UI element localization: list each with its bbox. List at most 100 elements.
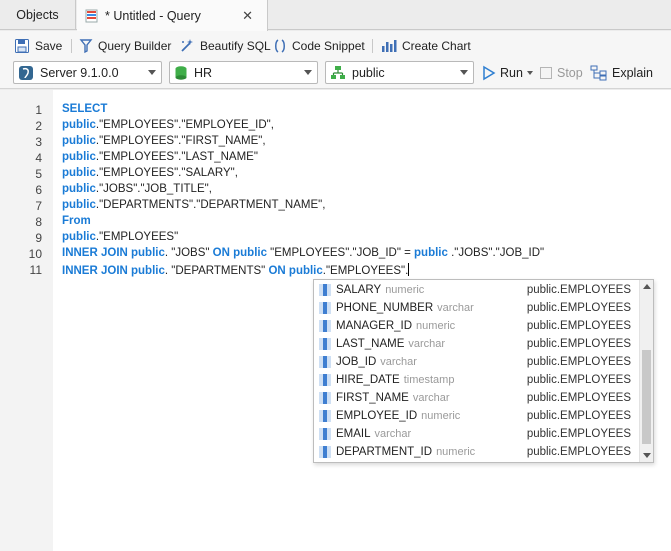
save-label: Save (35, 39, 63, 53)
connection-bar: Server 9.1.0.0 HR public Run Stop (0, 59, 671, 89)
code-text: ."JOBS"."JOB_ID" (447, 247, 545, 259)
run-dropdown-icon[interactable] (526, 71, 533, 75)
explain-icon (590, 65, 607, 81)
tab-objects-label: Objects (16, 8, 59, 22)
column-type: numeric (416, 320, 456, 332)
line-number: 3 (35, 135, 42, 149)
scroll-up-icon[interactable] (643, 284, 651, 289)
query-builder-button[interactable]: Query Builder (79, 35, 171, 57)
sql-keyword: From (62, 215, 91, 227)
column-type: varchar (412, 392, 450, 404)
code-line: From (62, 215, 91, 227)
magic-wand-icon (181, 39, 193, 52)
sql-keyword: public (62, 151, 96, 163)
sql-keyword: ON public (268, 265, 323, 277)
column-table: public.EMPLOYEES (526, 320, 631, 332)
explain-button[interactable]: Explain (590, 62, 653, 84)
column-type: varchar (408, 338, 446, 350)
toolbar-divider (372, 39, 373, 53)
schema-icon (331, 65, 345, 79)
line-number: 5 (35, 167, 42, 181)
column-name: EMAIL (336, 428, 371, 440)
sql-keyword: public (62, 167, 96, 179)
database-icon (175, 65, 187, 80)
column-name: LAST_NAME (336, 338, 405, 350)
column-table: public.EMPLOYEES (526, 356, 631, 368)
column-name: HIRE_DATE (336, 374, 400, 386)
sql-keyword: INNER JOIN public (62, 265, 165, 277)
scrollbar-thumb[interactable] (642, 350, 651, 444)
code-line: public."JOBS"."JOB_TITLE", (62, 183, 212, 195)
code-text: ."EMPLOYEES" (95, 231, 179, 243)
text-caret (408, 263, 410, 276)
line-number: 9 (35, 231, 42, 245)
code-line: public."EMPLOYEES"."SALARY", (62, 167, 238, 179)
tab-query[interactable]: * Untitled - Query ✕ (77, 0, 268, 31)
code-line: public."EMPLOYEES"."EMPLOYEE_ID", (62, 119, 274, 131)
tab-bar: Objects * Untitled - Query ✕ (0, 0, 671, 31)
chart-icon (382, 40, 397, 52)
column-icon (319, 374, 331, 386)
column-icon (319, 446, 331, 458)
column-table: public.EMPLOYEES (526, 392, 631, 404)
stop-button[interactable]: Stop (539, 62, 583, 84)
column-name: JOB_ID (336, 356, 377, 368)
code-text: ."EMPLOYEES"."SALARY", (95, 167, 238, 179)
run-button[interactable]: Run (482, 62, 533, 84)
column-icon (319, 428, 331, 440)
chevron-down-icon (304, 70, 312, 75)
play-icon (483, 65, 496, 81)
explain-label: Explain (612, 66, 653, 80)
sql-keyword: public (62, 135, 96, 147)
column-type: varchar (374, 428, 412, 440)
autocomplete-scrollbar[interactable] (639, 280, 653, 462)
close-tab-icon[interactable]: ✕ (242, 8, 253, 23)
stop-label: Stop (557, 66, 583, 80)
line-number: 1 (35, 103, 42, 117)
create-chart-button[interactable]: Create Chart (381, 35, 471, 57)
save-icon (15, 39, 29, 53)
code-snippet-button[interactable]: Code Snippet (273, 35, 365, 57)
code-snippet-icon (275, 39, 285, 53)
code-text: ."JOBS"."JOB_TITLE", (95, 183, 212, 195)
line-number: 7 (35, 199, 42, 213)
line-number: 8 (35, 215, 42, 229)
column-name: SALARY (336, 284, 382, 296)
schema-select[interactable]: public (325, 61, 474, 84)
save-button[interactable]: Save (14, 35, 62, 57)
query-builder-label: Query Builder (98, 39, 172, 53)
tab-objects[interactable]: Objects (0, 0, 76, 30)
toolbar: Save Query Builder Beautify SQL Code Sni… (0, 31, 671, 59)
column-table: public.EMPLOYEES (526, 284, 631, 296)
code-line: public."EMPLOYEES"."FIRST_NAME", (62, 135, 266, 147)
code-line: SELECT (62, 103, 107, 115)
code-text: ."EMPLOYEES"."EMPLOYEE_ID", (95, 119, 274, 131)
column-name: FIRST_NAME (336, 392, 409, 404)
scroll-down-icon[interactable] (643, 453, 651, 458)
line-number: 6 (35, 183, 42, 197)
code-snippet-label: Code Snippet (292, 39, 365, 53)
column-type: numeric (436, 446, 476, 458)
line-number: 4 (35, 151, 42, 165)
sql-keyword: SELECT (62, 103, 108, 115)
beautify-sql-button[interactable]: Beautify SQL (179, 35, 271, 57)
database-select[interactable]: HR (169, 61, 318, 84)
stop-icon (540, 67, 552, 79)
column-icon (319, 356, 331, 368)
server-select[interactable]: Server 9.1.0.0 (13, 61, 162, 84)
sql-keyword: public (62, 183, 96, 195)
column-table: public.EMPLOYEES (526, 446, 631, 458)
column-table: public.EMPLOYEES (526, 428, 631, 440)
code-line: public."EMPLOYEES" (62, 231, 178, 243)
